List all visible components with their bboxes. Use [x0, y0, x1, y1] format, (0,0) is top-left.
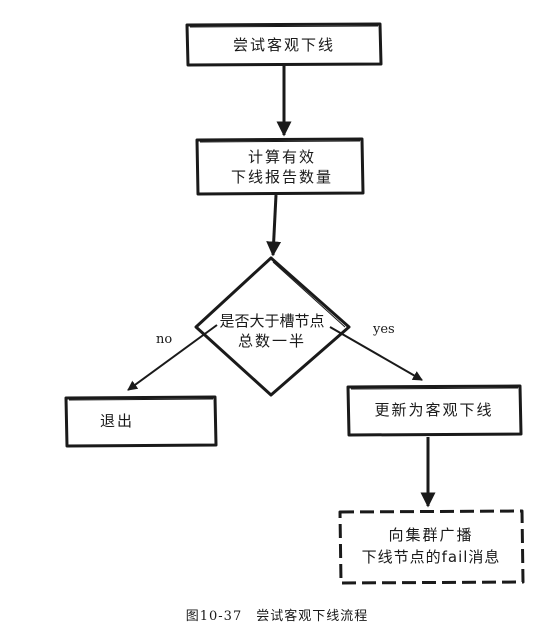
node-broadcast: 向集群广播 下线节点的fail消息 — [338, 509, 525, 585]
node-count-reports-line2: 下线报告数量 — [231, 168, 333, 186]
flowchart: 尝试客观下线 计算有效 下线报告数量 是否大于槽节点 总数一半 no yes 退… — [64, 22, 525, 585]
node-attempt-offline-label: 尝试客观下线 — [233, 36, 335, 54]
node-update-offline-label: 更新为客观下线 — [374, 401, 493, 419]
node-decision-line2: 总数一半 — [238, 332, 306, 350]
node-exit-label: 退出 — [100, 412, 134, 430]
arrow-decision-to-update — [329, 326, 423, 381]
figure-caption: 图10-37 尝试客观下线流程 — [185, 609, 369, 624]
edge-yes-label: yes — [372, 322, 395, 337]
node-broadcast-line2: 下线节点的fail消息 — [362, 548, 501, 566]
arrow-count-to-decision — [266, 194, 282, 257]
edge-no-label: no — [156, 332, 172, 347]
node-decision-line1: 是否大于槽节点 — [219, 312, 324, 330]
node-decision: 是否大于槽节点 总数一半 — [194, 256, 351, 397]
node-exit: 退出 — [64, 395, 218, 448]
arrow-decision-to-exit — [127, 324, 218, 391]
node-update-offline: 更新为客观下线 — [346, 384, 523, 437]
node-broadcast-line1: 向集群广播 — [388, 526, 473, 544]
node-attempt-offline: 尝试客观下线 — [185, 22, 383, 67]
node-count-reports: 计算有效 下线报告数量 — [195, 137, 365, 196]
node-count-reports-line1: 计算有效 — [248, 148, 316, 166]
